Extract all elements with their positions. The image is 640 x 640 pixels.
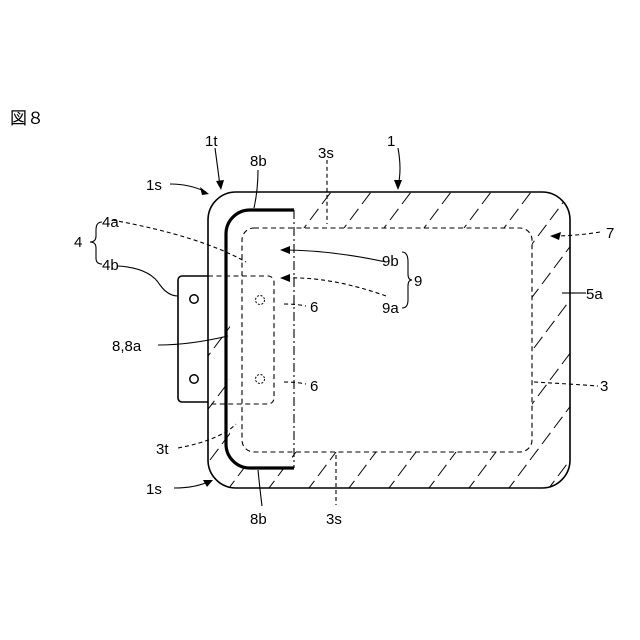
label-1s-bottom: 1s xyxy=(146,481,162,498)
label-4a: 4a xyxy=(102,214,119,231)
label-3s-top: 3s xyxy=(318,145,334,162)
label-8-8a: 8,8a xyxy=(112,338,142,355)
fixing-point-6-upper xyxy=(256,296,265,305)
fixing-point-6-lower xyxy=(256,375,265,384)
label-6-top: 6 xyxy=(310,299,318,316)
label-7: 7 xyxy=(606,225,614,242)
label-4: 4 xyxy=(74,234,82,251)
label-4b: 4b xyxy=(102,257,119,274)
figure-title: 図８ xyxy=(10,109,44,129)
label-8b-bottom: 8b xyxy=(250,511,267,528)
label-8b-top: 8b xyxy=(250,153,267,170)
tab-hole-lower xyxy=(190,375,198,383)
tab-hole-upper xyxy=(190,295,198,303)
label-1: 1 xyxy=(387,133,395,150)
label-1s-top: 1s xyxy=(146,177,162,194)
label-6-bottom: 6 xyxy=(310,378,318,395)
label-3t: 3t xyxy=(156,441,169,458)
label-1t: 1t xyxy=(205,133,218,150)
blank-region-background xyxy=(230,210,292,468)
label-5a: 5a xyxy=(586,286,603,303)
frame-hatching xyxy=(70,140,640,540)
label-9: 9 xyxy=(414,273,422,290)
label-3: 3 xyxy=(600,378,608,395)
label-9a: 9a xyxy=(382,300,399,317)
label-9b: 9b xyxy=(382,253,399,270)
label-3s-bottom: 3s xyxy=(326,511,342,528)
